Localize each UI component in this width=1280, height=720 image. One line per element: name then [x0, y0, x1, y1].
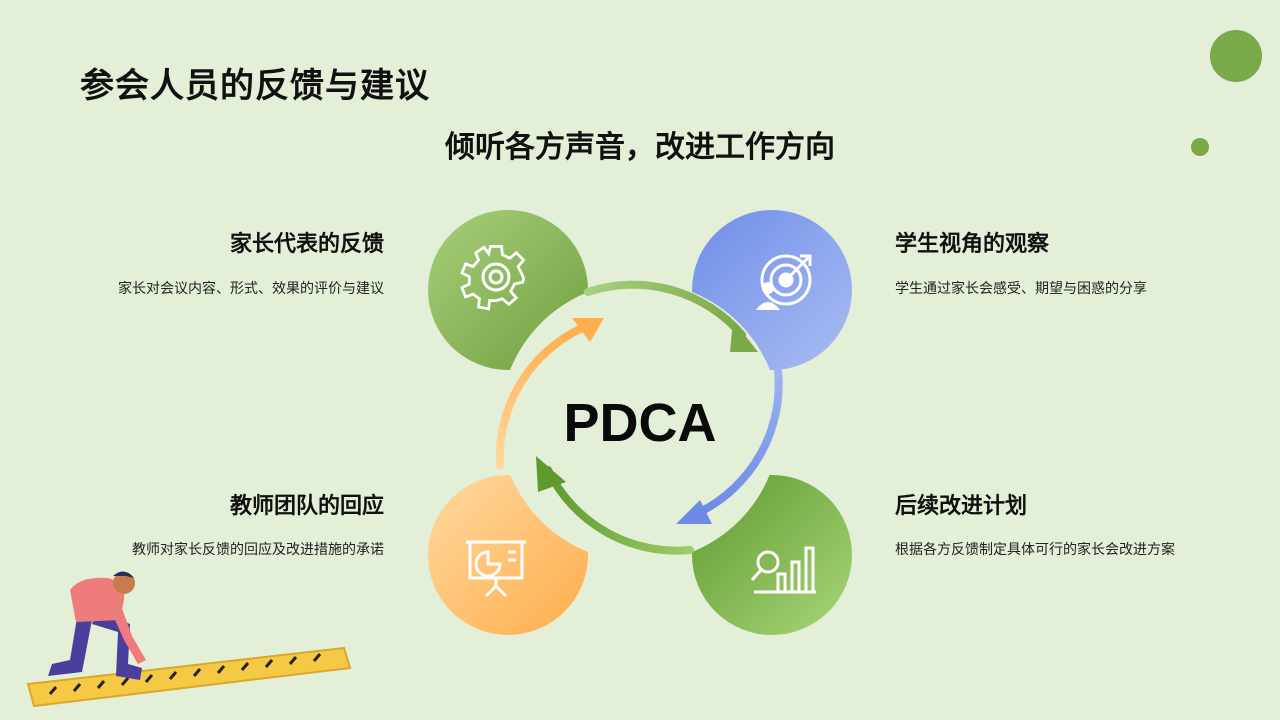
presentation-board-icon	[466, 540, 526, 598]
target-icon	[756, 254, 812, 310]
arrow-head-right	[676, 500, 712, 524]
page-subtitle: 倾听各方声音，改进工作方向	[445, 130, 835, 165]
arrow-top	[584, 280, 746, 339]
item-title-student-view: 学生视角的观察	[895, 232, 1050, 257]
item-desc-improvement-plan: 根据各方反馈制定具体可行的家长会改进方案	[895, 542, 1175, 558]
runner-illustration	[26, 571, 352, 708]
pdca-center-label: PDCA	[563, 393, 717, 453]
gear-icon	[460, 244, 526, 311]
item-desc-teacher-response: 教师对家长反馈的回应及改进措施的承诺	[132, 542, 384, 558]
arrow-bottom	[544, 466, 694, 555]
item-desc-student-view: 学生通过家长会感受、期望与困惑的分享	[895, 281, 1147, 297]
item-title-teacher-response: 教师团队的回应	[229, 494, 384, 519]
arrow-right	[696, 366, 783, 516]
arrow-head-bottom	[536, 456, 566, 492]
bar-chart-magnifier-icon	[750, 546, 816, 594]
arrow-head-left	[572, 318, 604, 342]
item-desc-parent-feedback: 家长对会议内容、形式、效果的评价与建议	[118, 281, 384, 297]
item-title-improvement-plan: 后续改进计划	[895, 494, 1028, 519]
arrow-left	[495, 324, 586, 470]
decorative-circle-large	[1210, 30, 1262, 82]
center-disc	[500, 282, 780, 562]
item-title-parent-feedback: 家长代表的反馈	[229, 232, 384, 257]
decorative-circle-small	[1191, 138, 1209, 156]
arrow-head-top	[730, 320, 758, 352]
page-title: 参会人员的反馈与建议	[80, 66, 430, 106]
